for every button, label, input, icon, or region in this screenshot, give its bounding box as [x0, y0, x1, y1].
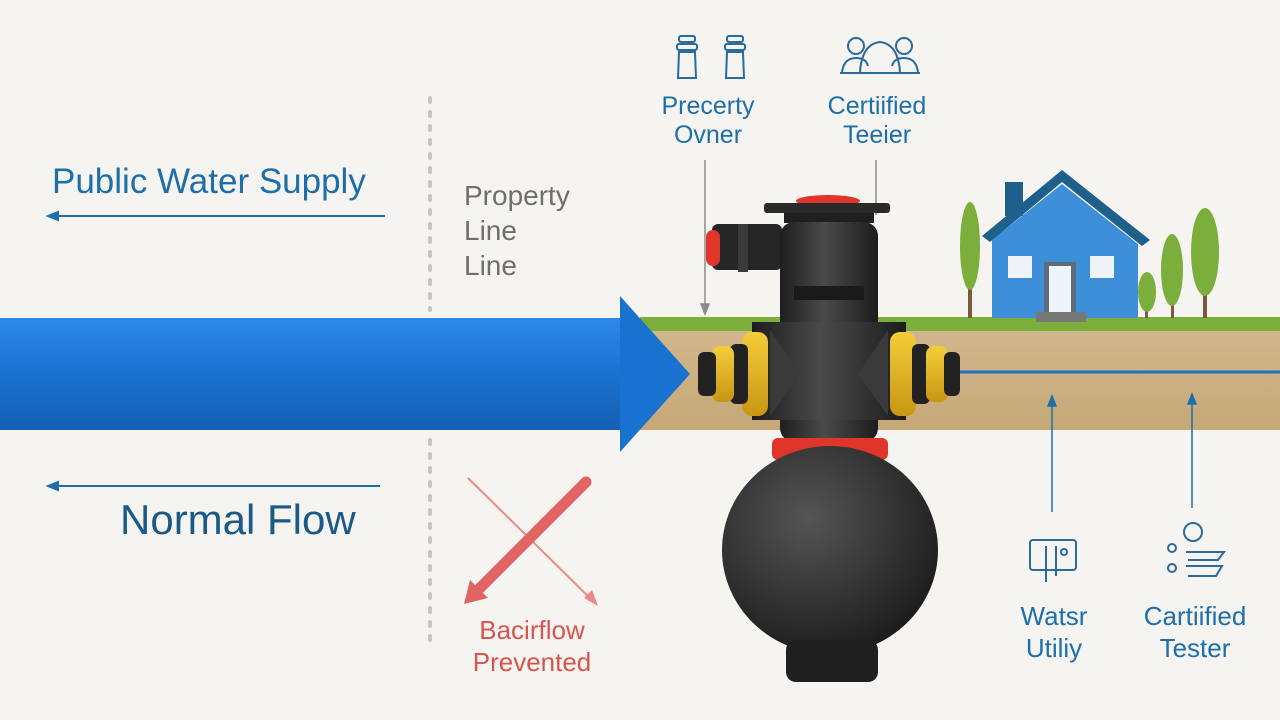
main-pipe-arrowhead: [620, 296, 690, 452]
water-utility-label: Watsr Utiliy: [998, 600, 1110, 664]
grass-strip: [640, 317, 1280, 331]
property-owner-label: Precerty Ovner: [638, 92, 778, 150]
certified-tester-bottom-label: Cartiified Tester: [1130, 600, 1260, 664]
property-line-label-line-2: Line: [464, 215, 517, 246]
certified-tester-bottom-line-2: Tester: [1159, 633, 1231, 663]
backflow-prevented-label: Bacirflow Prevented: [452, 614, 612, 678]
public-supply-arrow: [45, 210, 385, 222]
main-pipe: [0, 318, 625, 430]
certified-tester-top-line-2: Teeier: [842, 121, 912, 149]
certified-tester-top-label: Certiified Teeier: [806, 92, 948, 150]
two-bottles-icon: [676, 35, 746, 79]
backflow-valve: [698, 195, 960, 682]
property-line-label: Property Line Line: [464, 178, 570, 283]
water-utility-line-1: Watsr: [1020, 601, 1088, 631]
tester-bottom-pointer: [1186, 391, 1198, 508]
group-people-icon: [840, 37, 920, 74]
meter-box-icon: [1029, 539, 1077, 582]
tester-person-icon: [1167, 522, 1226, 577]
backflow-blocked-icon: [464, 476, 598, 606]
backflow-prevented-line-1: Bacirflow: [479, 615, 585, 645]
property-owner-line-1: Precerty: [661, 92, 755, 120]
utility-pointer: [1046, 393, 1058, 512]
public-water-supply-label: Public Water Supply: [52, 162, 366, 201]
property-line-label-line-1: Property: [464, 180, 570, 211]
normal-flow-label: Normal Flow: [120, 496, 356, 543]
tree-icon: [960, 202, 1219, 318]
normal-flow-arrow: [45, 480, 380, 492]
property-line-label-line-3: Line: [464, 250, 517, 281]
certified-tester-top-line-1: Certiified: [827, 92, 927, 120]
property-owner-line-2: Ovner: [673, 121, 743, 149]
water-utility-line-2: Utiliy: [1025, 633, 1083, 663]
backflow-prevented-line-2: Prevented: [472, 647, 592, 677]
owner-pointer: [699, 160, 711, 317]
certified-tester-bottom-line-1: Cartiified: [1143, 601, 1247, 631]
house-icon: [982, 170, 1150, 322]
